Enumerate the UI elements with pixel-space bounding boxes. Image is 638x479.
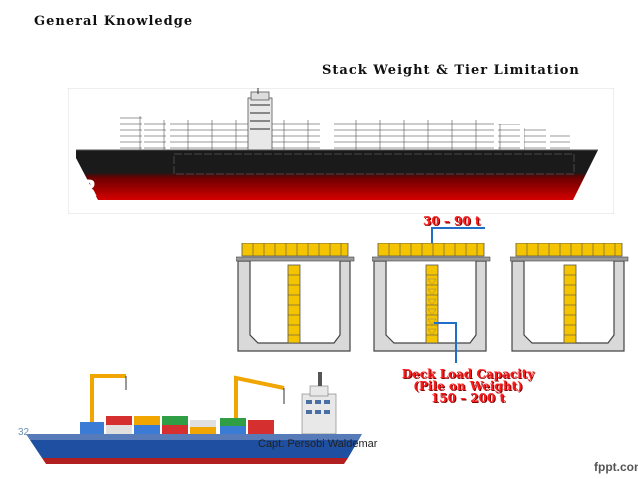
deck-load-line-2: (Pile on Weight) xyxy=(413,379,523,393)
slide-number: 32 xyxy=(18,427,30,438)
section-title: General Knowledge xyxy=(34,14,194,29)
brand-watermark: fppt.com xyxy=(594,460,638,474)
deck-load-label: Deck Load Capacity (Pile on Weight) 150 … xyxy=(398,368,538,404)
hold-cross-section-right xyxy=(510,243,629,352)
svg-text:R: R xyxy=(80,177,97,202)
slide-title: Stack Weight & Tier Limitation xyxy=(322,63,580,78)
deck-load-line-1: Deck Load Capacity xyxy=(401,367,535,381)
hold-cross-section-middle xyxy=(372,243,491,357)
tier-weight-label: 30 – 90 t xyxy=(423,214,481,228)
hold-cross-section-left xyxy=(236,243,355,352)
container-ship-illustration: R xyxy=(68,88,614,214)
feeder-ship-illustration xyxy=(26,372,362,464)
author-credit: Capt. Persobi Waldemar xyxy=(258,438,378,450)
deck-load-pointer xyxy=(455,355,457,363)
deck-load-line-3: 150 – 200 t xyxy=(430,391,506,405)
